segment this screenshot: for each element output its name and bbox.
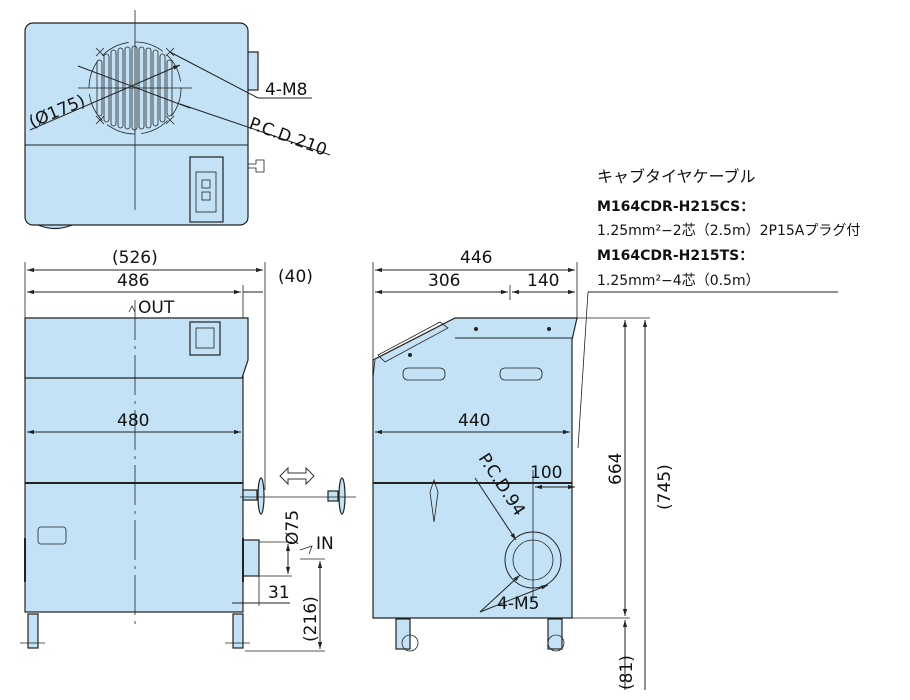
dim-overall-height: (745) (655, 464, 675, 510)
top-view: (Ø175) 4-M8 P.C.D.210 (24, 10, 331, 230)
side-bolt-label: 4-M5 (497, 594, 539, 614)
cable-model-1: M164CDR-H215CS： (597, 199, 755, 215)
dim-inner-depth: 440 (458, 411, 490, 431)
dim-overall-width: (526) (112, 248, 158, 268)
dim-inlet-offset: 31 (268, 583, 290, 603)
dim-depth: 446 (460, 248, 492, 268)
cable-model-2: M164CDR-H215TS： (597, 248, 754, 264)
dim-inner-width: 480 (117, 411, 149, 431)
dim-front: 306 (428, 271, 460, 291)
dim-rear: 140 (527, 271, 559, 291)
in-label: IN (316, 534, 334, 554)
dim-caster: (81) (617, 655, 637, 690)
cable-spec-2: 1.25mm²−4芯（0.5m） (597, 273, 760, 289)
dim-offset: (40) (278, 267, 313, 287)
dim-width: 486 (117, 271, 149, 291)
dim-inlet-dia: Ø75 (283, 510, 303, 545)
cable-spec-1: 1.25mm²−2芯（2.5m）2P15Aプラグ付 (597, 223, 861, 239)
out-label: OUT (138, 298, 175, 318)
dim-height: 664 (606, 453, 626, 485)
front-casters (20, 613, 250, 649)
dim-inlet-height: (216) (301, 596, 321, 642)
dim-outlet-offset: 100 (530, 463, 562, 483)
front-view: (526) 486 (40) 480 OUT Ø75 IN 31 (216) (20, 248, 356, 652)
top-pcd-label: P.C.D.210 (246, 114, 329, 161)
cable-note-title: キャブタイヤケーブル (597, 167, 756, 186)
side-view: 446 306 140 440 664 (745) (81) 100 P.C.D… (372, 248, 838, 690)
top-bolt-label: 4-M8 (265, 80, 307, 100)
